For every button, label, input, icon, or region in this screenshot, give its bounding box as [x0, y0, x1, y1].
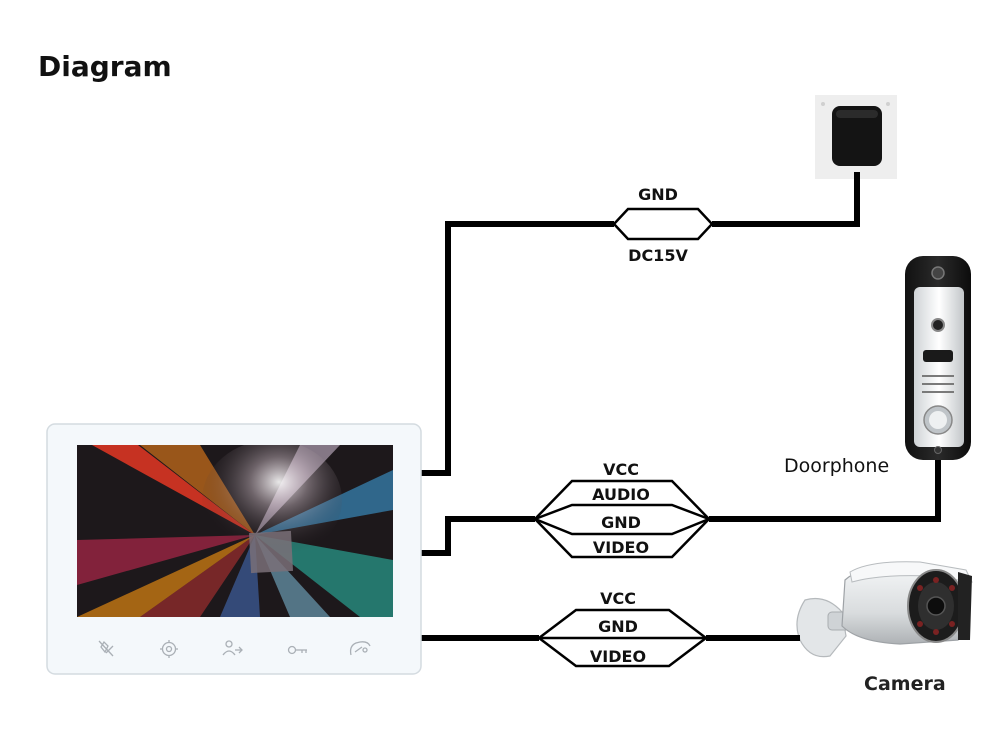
power-wire: [421, 172, 860, 476]
power-wire-label-gnd: GND: [638, 185, 678, 204]
power-supply: [815, 95, 897, 179]
indoor-monitor: [46, 423, 422, 675]
camera-lens-icon: [926, 596, 946, 616]
camera-wire: [421, 608, 800, 668]
camera-label: Camera: [864, 673, 946, 695]
doorphone-wire-label-audio: AUDIO: [592, 485, 650, 504]
monitor-button-unlock[interactable]: [287, 645, 308, 655]
unlock-icon: [287, 645, 307, 655]
monitor-button-mute[interactable]: [98, 640, 114, 657]
doorphone-wire-label-video: VIDEO: [593, 538, 649, 557]
monitor-button-settings[interactable]: [160, 640, 178, 658]
camera-wire-label-video: VIDEO: [590, 647, 646, 666]
doorphone-wire: [421, 460, 941, 559]
mute-icon: [98, 640, 114, 657]
monitor-button-hangup[interactable]: [349, 641, 371, 656]
doorphone-top-camera-icon: [931, 266, 945, 280]
hangup-icon: [349, 641, 371, 656]
camera-device: [796, 561, 973, 658]
page-title: Diagram: [38, 50, 172, 83]
camera-wire-label-vcc: VCC: [600, 589, 636, 608]
doorphone-ir-window: [923, 350, 953, 362]
settings-icon: [160, 640, 178, 658]
doorphone-device: [905, 256, 971, 460]
doorphone-label: Doorphone: [784, 455, 889, 477]
doorphone-lens-icon: [931, 318, 945, 332]
monitor-wallpaper: [77, 445, 393, 617]
intercom-icon: [222, 640, 243, 656]
doorphone-wire-label-vcc: VCC: [603, 460, 639, 479]
camera-wire-label-gnd: GND: [598, 617, 638, 636]
power-wire-label-dc15v: DC15V: [628, 246, 688, 265]
doorphone-wire-label-gnd: GND: [601, 513, 641, 532]
monitor-button-intercom[interactable]: [222, 640, 243, 656]
power-adapter: [832, 106, 882, 166]
